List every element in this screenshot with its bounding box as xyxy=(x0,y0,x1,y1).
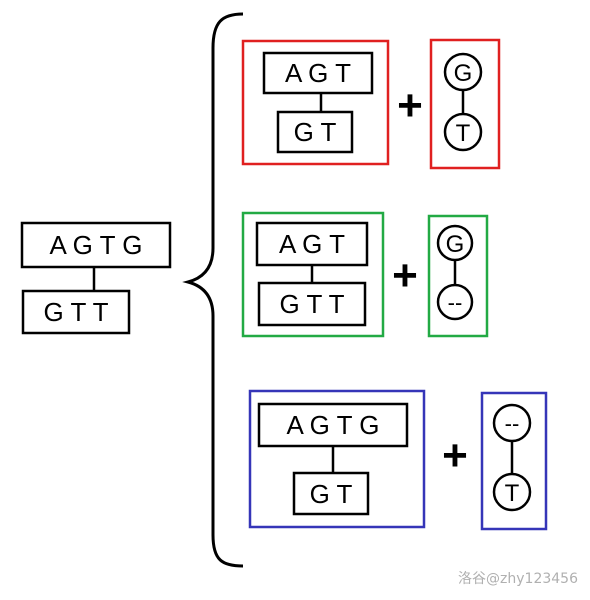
option-green-frame xyxy=(241,211,385,338)
watermark-text: 洛谷@zhy123456 xyxy=(458,571,578,587)
option-red: A G T G T + G T xyxy=(241,38,501,170)
option-red-bottom-text: G T xyxy=(294,117,337,147)
option-red-node-top-text: G xyxy=(454,60,473,87)
source-bottom-box xyxy=(21,289,131,335)
option-blue-bottom-box xyxy=(292,471,370,516)
source-top-box xyxy=(20,221,172,269)
option-blue: A G T G G T + -- T xyxy=(248,389,548,531)
option-blue-node-frame xyxy=(480,391,548,531)
option-red-frame xyxy=(241,39,390,166)
curly-brace xyxy=(182,12,244,568)
option-blue-node-bottom-circle xyxy=(492,472,532,512)
option-blue-node-top-text: -- xyxy=(505,411,520,436)
source-pair: A G T G G T T xyxy=(20,221,172,335)
option-green-top-text: A G T xyxy=(279,229,345,259)
option-red-plus: + xyxy=(397,81,423,130)
option-red-top-text: A G T xyxy=(285,58,351,88)
option-red-node-bottom-text: T xyxy=(456,120,471,147)
option-green-node-frame xyxy=(427,214,489,338)
option-red-bottom-box xyxy=(276,110,354,154)
option-green-node-bottom-text: -- xyxy=(448,290,463,315)
option-red-node-frame xyxy=(429,38,501,170)
option-red-node-bottom-circle xyxy=(443,112,483,152)
option-red-top-box xyxy=(262,51,374,95)
option-green-bottom-text: G T T xyxy=(279,289,344,319)
option-blue-frame xyxy=(248,389,426,529)
option-green-plus: + xyxy=(392,251,418,300)
option-blue-top-text: A G T G xyxy=(287,410,380,440)
option-green-node-bottom-circle xyxy=(436,283,474,321)
option-blue-bottom-text: G T xyxy=(310,479,353,509)
source-top-text: A G T G xyxy=(50,230,143,260)
source-bottom-text: G T T xyxy=(43,297,108,327)
option-green-bottom-box xyxy=(257,281,367,327)
option-green-node-top-text: G xyxy=(446,231,465,258)
option-green: A G T G T T + G -- xyxy=(241,211,489,338)
option-blue-plus: + xyxy=(442,431,468,480)
option-blue-node-bottom-text: T xyxy=(505,480,520,507)
